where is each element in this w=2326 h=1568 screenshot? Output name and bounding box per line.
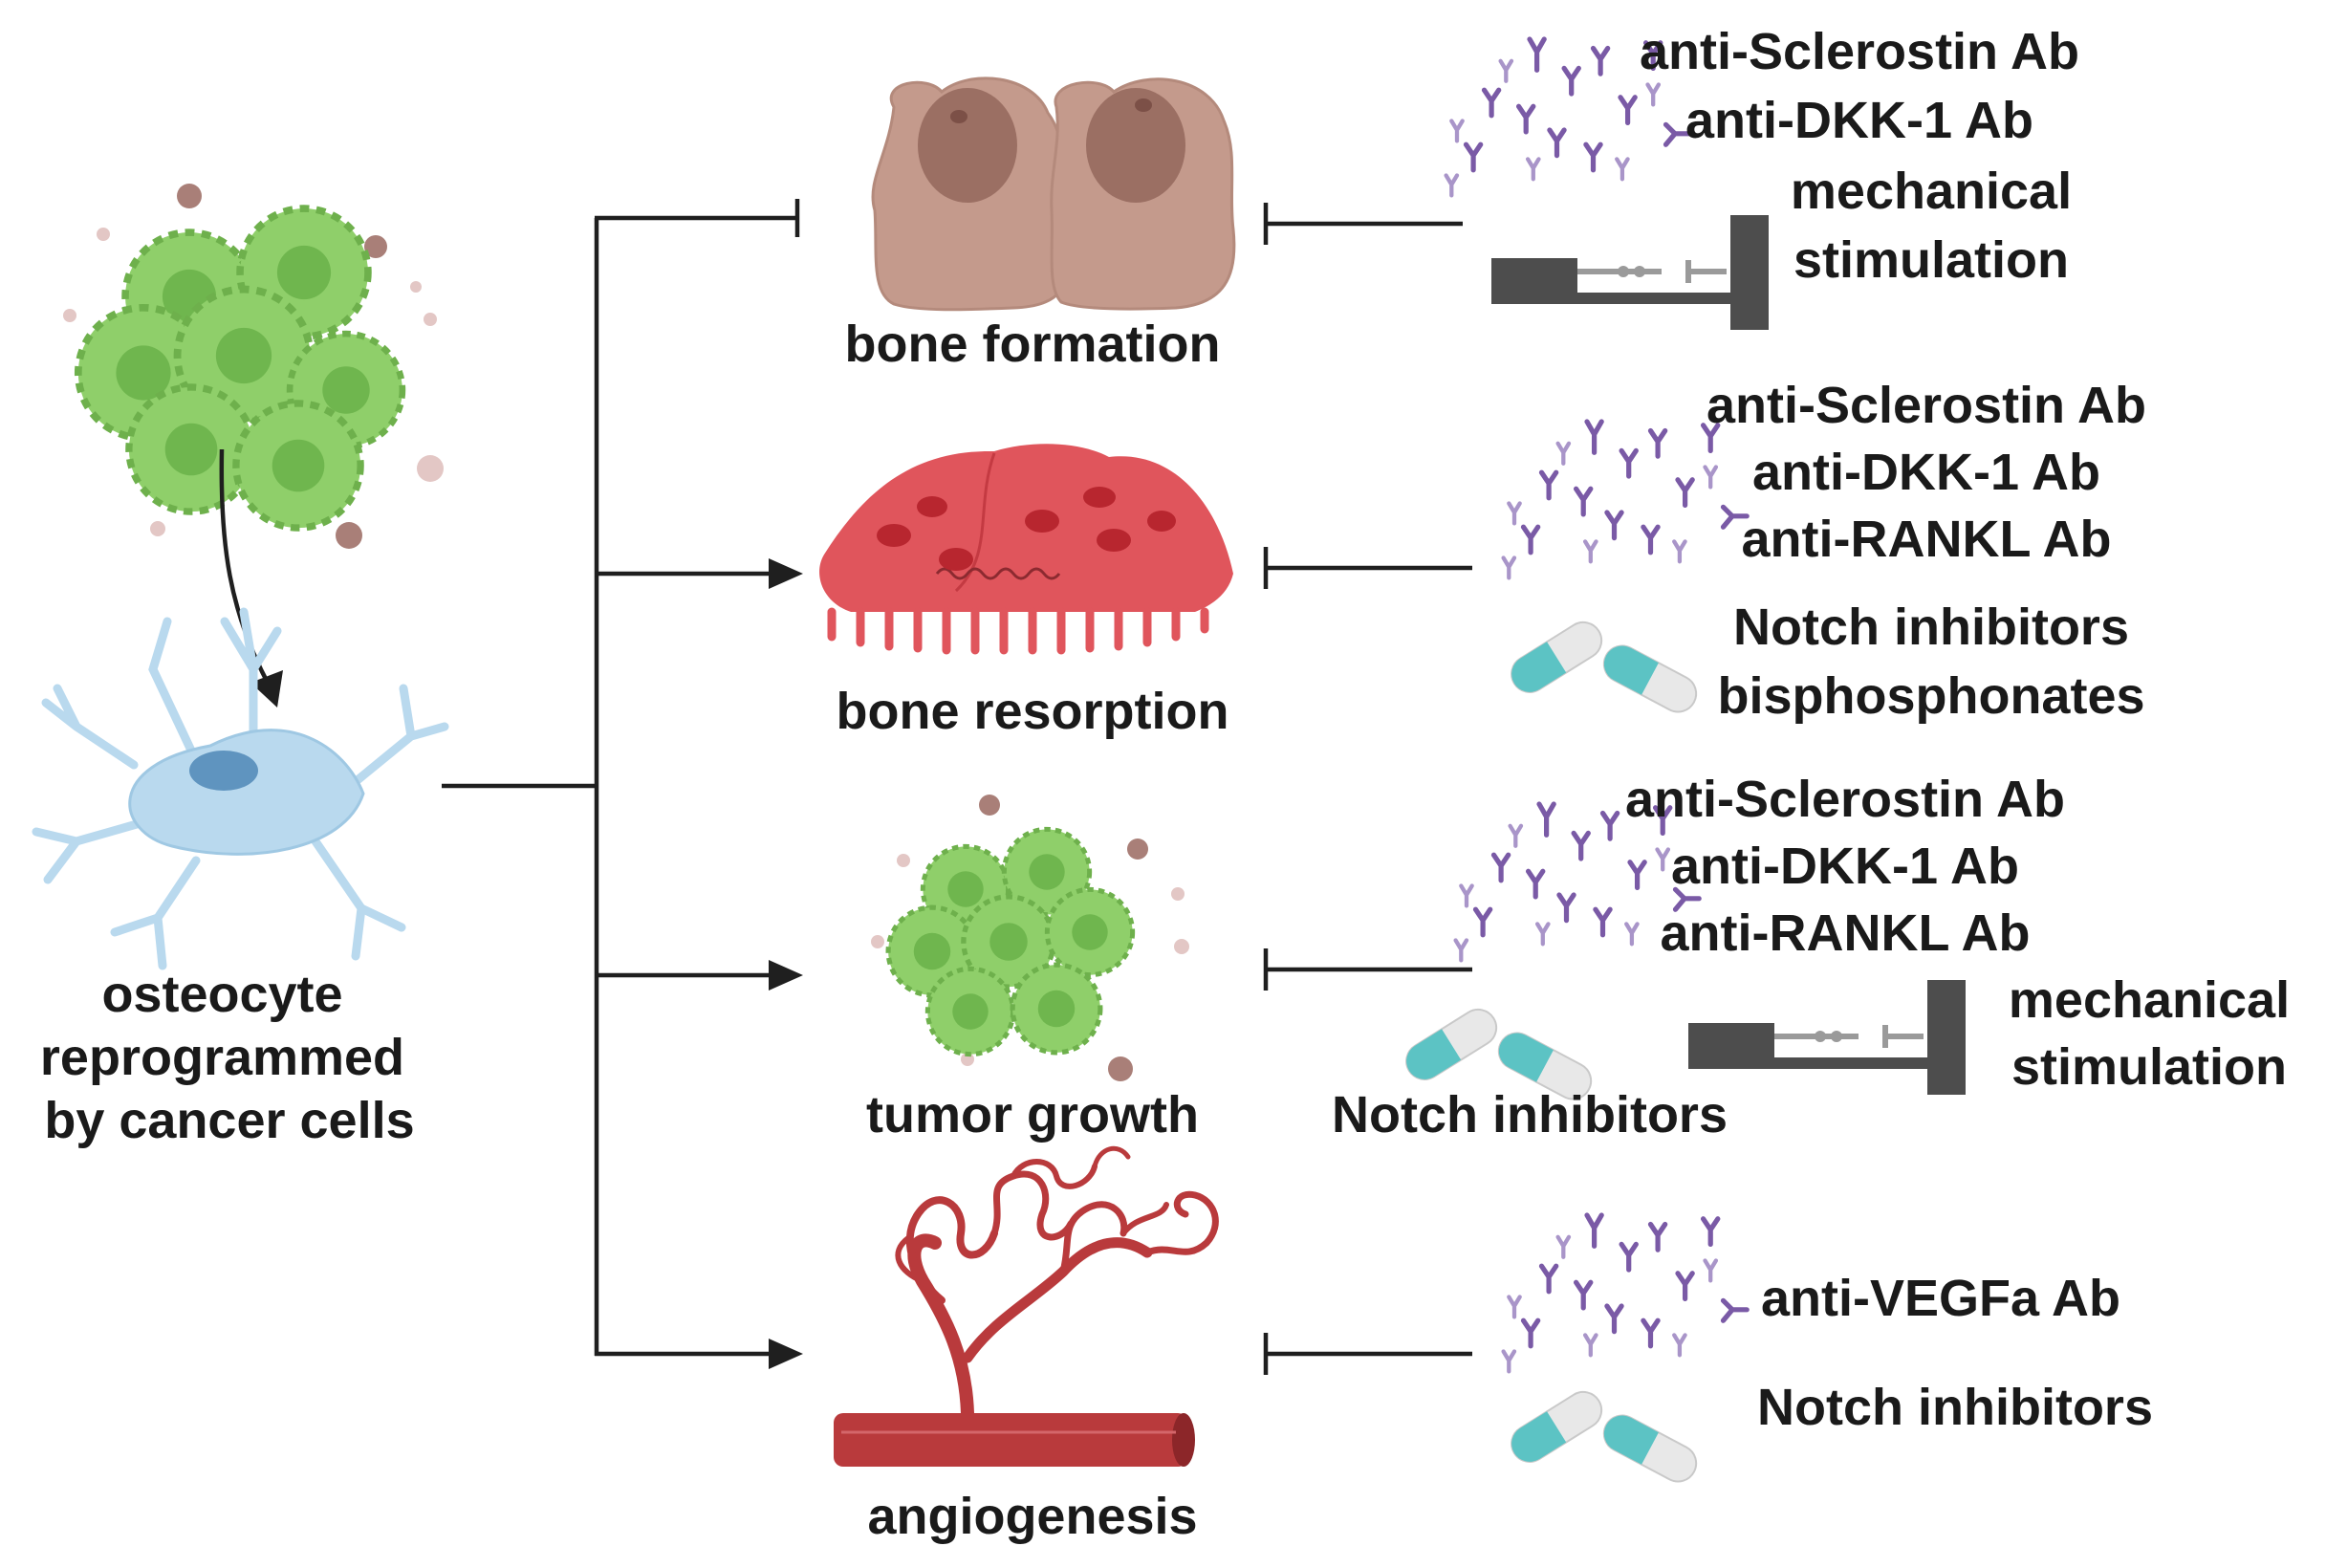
capsule-icon-2 bbox=[1503, 614, 1704, 720]
treatment-text: bisphosphonates bbox=[1717, 667, 2144, 725]
treatment-inhibit-lines bbox=[1263, 203, 1472, 1375]
osteoblast-icon bbox=[871, 76, 1236, 312]
treatment-text: anti-DKK-1 Ab bbox=[1671, 838, 2019, 895]
treatments-bone-formation: anti-Sclerostin Ab anti-DKK-1 Ab mechani… bbox=[1640, 23, 2079, 289]
osteocyte-label-line-1: osteocyte bbox=[101, 966, 342, 1023]
treatment-text: anti-Sclerostin Ab bbox=[1706, 377, 2146, 434]
treatments-angiogenesis: anti-VEGFa Ab Notch inhibitors bbox=[1757, 1270, 2153, 1436]
treatment-text: stimulation bbox=[2011, 1038, 2287, 1096]
treatment-text: mechanical bbox=[2009, 971, 2290, 1029]
treatment-text: anti-RANKL Ab bbox=[1661, 904, 2031, 962]
antibody-icon-2 bbox=[1504, 422, 1748, 577]
treatment-text: anti-DKK-1 Ab bbox=[1685, 92, 2033, 149]
treatment-text: stimulation bbox=[1793, 231, 2069, 289]
treatments-bone-resorption: anti-Sclerostin Ab anti-DKK-1 Ab anti-RA… bbox=[1706, 377, 2146, 725]
treatment-text: Notch inhibitors bbox=[1332, 1086, 1728, 1143]
osteocyte-label-line-3: by cancer cells bbox=[44, 1092, 414, 1149]
osteocyte-label-line-2: reprogrammed bbox=[40, 1029, 404, 1086]
tumor-icon bbox=[871, 795, 1189, 1081]
arrowhead-angiogenesis bbox=[769, 1339, 803, 1369]
treatment-text: anti-DKK-1 Ab bbox=[1752, 444, 2100, 501]
mechanical-device-icon-1 bbox=[1491, 215, 1769, 330]
mechanical-device-icon-3 bbox=[1688, 980, 1966, 1095]
capsule-icon-4 bbox=[1503, 1383, 1704, 1490]
osteocyte-icon bbox=[32, 607, 449, 970]
treatment-text: anti-Sclerostin Ab bbox=[1625, 771, 2065, 828]
process-label-bone-formation: bone formation bbox=[845, 316, 1221, 373]
treatment-text: anti-VEGFa Ab bbox=[1761, 1270, 2120, 1327]
branch-connectors bbox=[442, 199, 803, 1369]
process-label-tumor-growth: tumor growth bbox=[866, 1086, 1199, 1143]
process-label-angiogenesis: angiogenesis bbox=[867, 1488, 1197, 1545]
osteocyte-label: osteocyte reprogrammed by cancer cells bbox=[40, 966, 419, 1149]
antibody-icon-4 bbox=[1504, 1215, 1748, 1371]
treatment-text: anti-RANKL Ab bbox=[1742, 511, 2112, 568]
cancer-cells-icon bbox=[63, 184, 444, 549]
osteoclast-icon bbox=[819, 444, 1233, 655]
treatment-text: Notch inhibitors bbox=[1733, 599, 2129, 656]
treatments-tumor-growth: anti-Sclerostin Ab anti-DKK-1 Ab anti-RA… bbox=[1332, 771, 2290, 1143]
treatment-text: Notch inhibitors bbox=[1757, 1379, 2153, 1436]
process-label-bone-resorption: bone resorption bbox=[836, 683, 1228, 740]
treatment-text: anti-Sclerostin Ab bbox=[1640, 23, 2079, 80]
arrowhead-tumor-growth bbox=[769, 960, 803, 991]
blood-vessel-icon bbox=[834, 1145, 1219, 1467]
reprogramming-arrowhead bbox=[250, 670, 283, 708]
treatment-text: mechanical bbox=[1791, 163, 2072, 220]
arrowhead-bone-resorption bbox=[769, 558, 803, 589]
